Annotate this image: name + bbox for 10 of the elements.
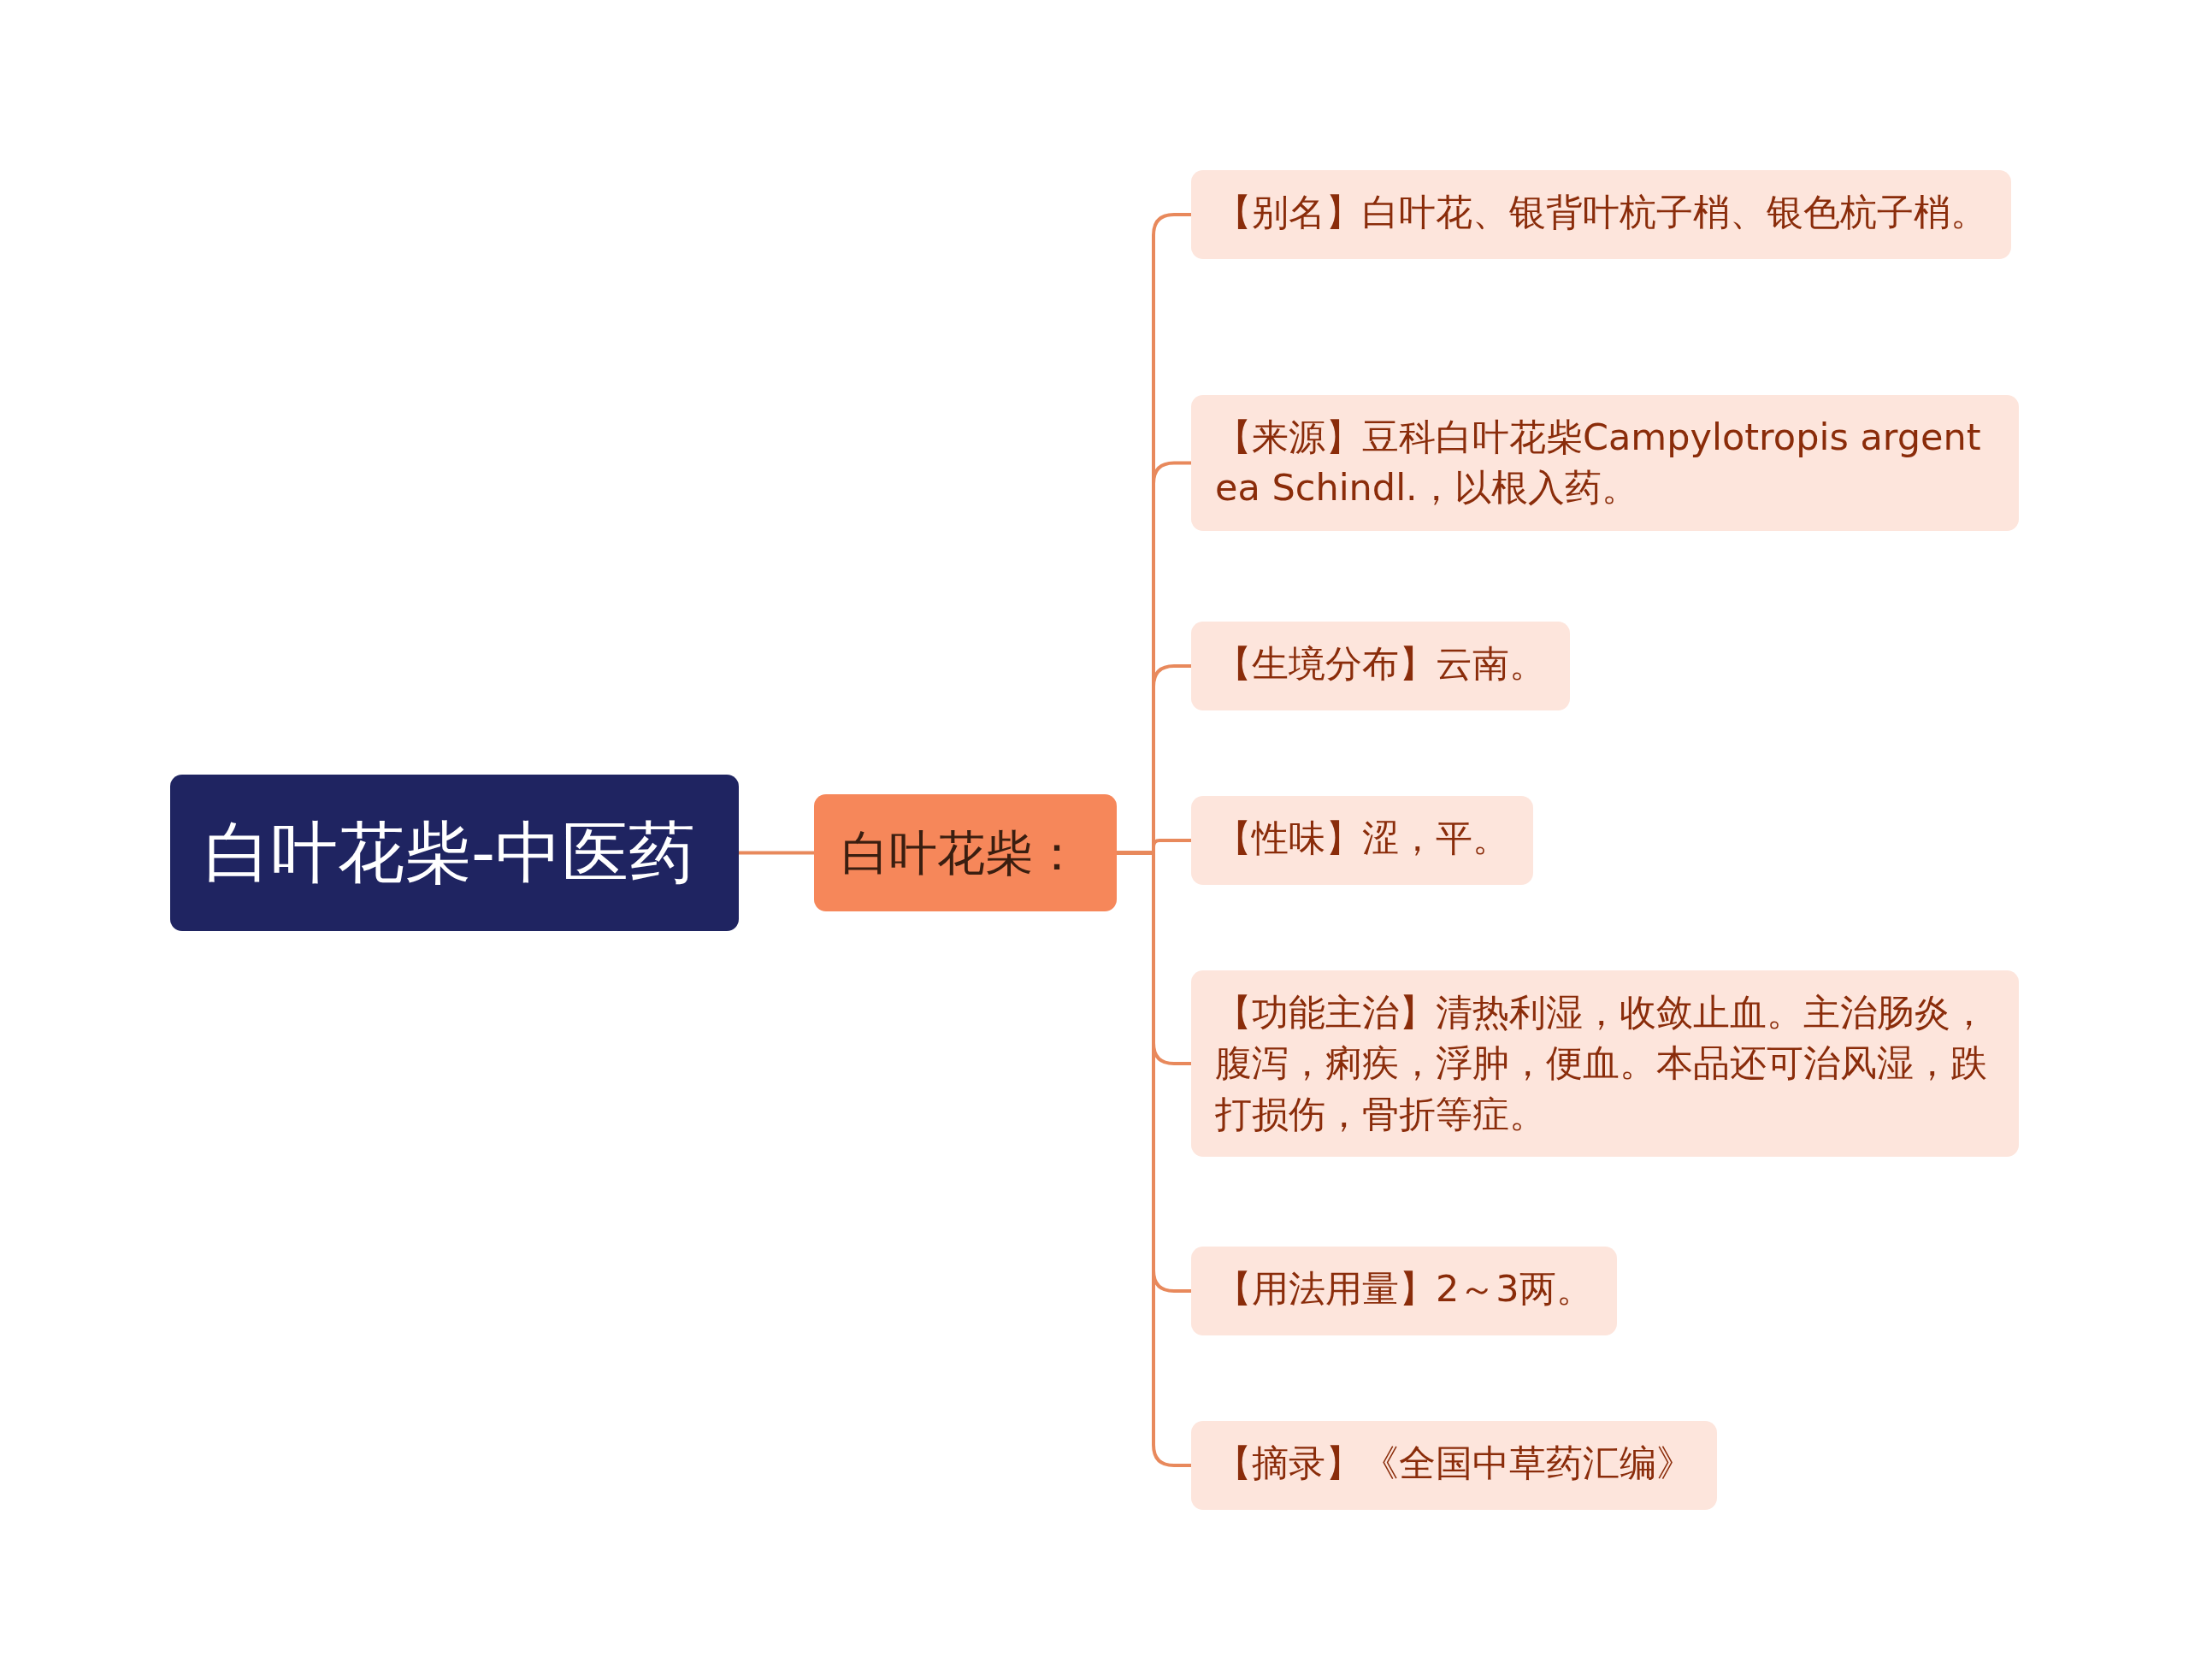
detail-box: 【别名】白叶花、银背叶杭子梢、银色杭子梢。 <box>1191 170 2011 259</box>
root-topic-box: 白叶花柴-中医药 <box>170 775 739 931</box>
detail-box: 【生境分布】云南。 <box>1191 622 1570 710</box>
branch-topic-box: 白叶花柴： <box>814 794 1117 911</box>
detail-box: 【用法用量】2～3两。 <box>1191 1247 1617 1335</box>
detail-box: 【摘录】《全国中草药汇编》 <box>1191 1421 1717 1510</box>
connector-line <box>739 851 814 855</box>
detail-box: 【性味】涩，平。 <box>1191 796 1533 885</box>
detail-box: 【功能主治】清热利湿，收敛止血。主治肠炎，腹泻，痢疾，浮肿，便血。本品还可治风湿，跌打损伤，骨折等症。 <box>1191 970 2019 1157</box>
detail-box: 【来源】豆科白叶花柴Campylotropis argentea Schindl.，以根入药。 <box>1191 395 2019 531</box>
